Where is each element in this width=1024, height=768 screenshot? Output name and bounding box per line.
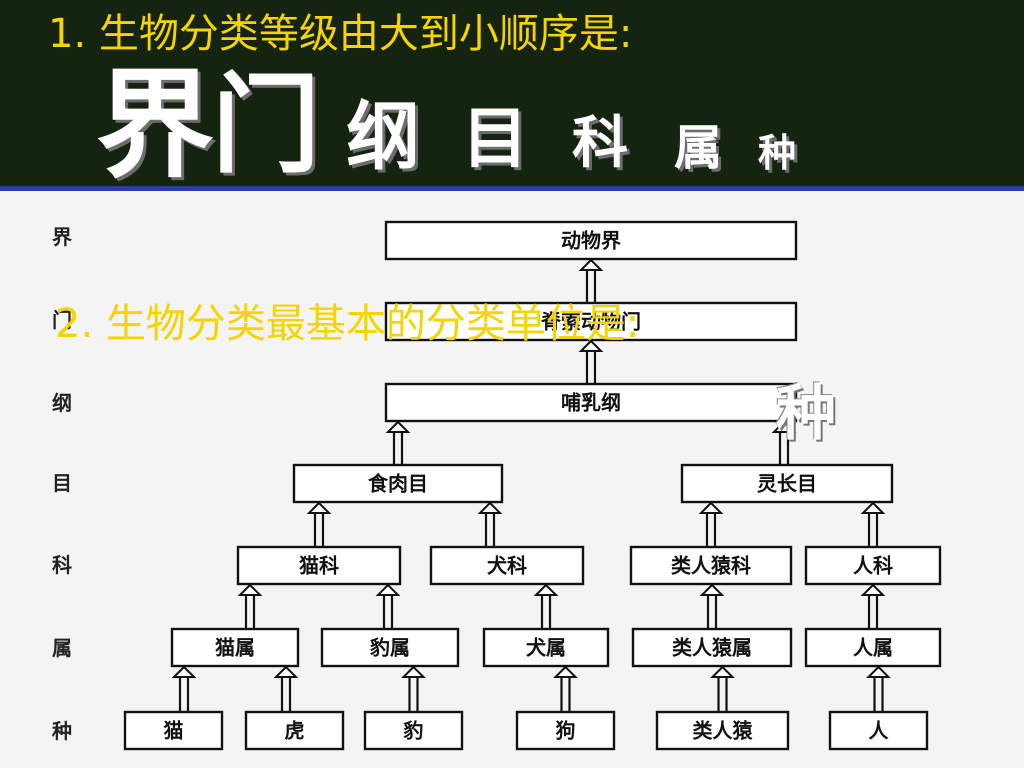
taxon-node-genus-ape: 类人猿属 (631, 627, 793, 668)
taxon-node-phylum: 脊索动物门 (384, 301, 798, 342)
taxon-label: 哺乳纲 (561, 391, 621, 415)
taxon-node-species-tiger: 虎 (244, 710, 345, 751)
rank-row-label: 门 (52, 308, 72, 332)
taxon-label: 人科 (853, 554, 893, 578)
taxon-node-genus-dog: 犬属 (482, 627, 610, 668)
taxon-label: 脊索动物门 (540, 310, 641, 334)
hierarchy-arrow (866, 665, 891, 711)
taxon-label: 猫科 (299, 554, 339, 578)
rank-row-label: 种 (51, 719, 72, 743)
taxon-node-genus-cat: 猫属 (170, 627, 300, 668)
taxon-node-species-human: 人 (828, 710, 929, 751)
hierarchy-arrow (477, 501, 503, 546)
taxon-label: 猫 (164, 719, 184, 743)
hierarchy-arrow (860, 583, 886, 628)
taxon-node-kingdom: 动物界 (384, 220, 798, 261)
header-divider (0, 186, 1024, 191)
rank-order: 目 (462, 100, 528, 177)
taxon-node-order-primates: 灵长目 (680, 463, 894, 504)
hierarchy-arrow (771, 420, 797, 464)
taxon-label: 食肉目 (368, 472, 428, 496)
taxon-node-family-canidae: 犬科 (429, 545, 585, 586)
hierarchy-arrow (578, 258, 604, 302)
hierarchy-arrow (385, 420, 411, 464)
classification-diagram: 界门纲目科属种动物界脊索动物门哺乳纲食肉目灵长目猫科犬科类人猿科人科猫属豹属犬属… (0, 191, 1024, 768)
taxon-label: 类人猿属 (672, 636, 752, 660)
taxon-node-order-carnivora: 食肉目 (292, 463, 504, 504)
hierarchy-arrow (306, 501, 332, 546)
rank-family: 科 (572, 111, 628, 176)
rank-row-label: 属 (52, 636, 72, 660)
taxon-node-species-cat: 猫 (123, 710, 224, 751)
rank-kingdom: 界 (96, 56, 215, 194)
question-2: 2. 生物分类最基本的分类单位是: (55, 301, 640, 347)
taxon-node-genus-human: 人属 (804, 627, 942, 668)
rank-phylum: 门 (212, 63, 321, 188)
taxon-node-family-hominidae: 类人猿科 (629, 545, 793, 586)
taxon-label: 动物界 (561, 229, 621, 253)
rank-row-label: 科 (52, 553, 72, 577)
classification-tree: 界门纲目科属种动物界脊索动物门哺乳纲食肉目灵长目猫科犬科类人猿科人科猫属豹属犬属… (51, 220, 942, 751)
hierarchy-arrow (237, 583, 263, 628)
rank-class: 纲 (346, 94, 420, 180)
question-1: 1. 生物分类等级由大到小顺序是: (48, 11, 633, 57)
taxon-node-class: 哺乳纲 (384, 382, 798, 423)
taxon-label: 类人猿科 (671, 554, 751, 578)
taxon-label: 灵长目 (757, 472, 817, 496)
taxon-node-genus-panthera: 豹属 (320, 627, 460, 668)
hierarchy-arrow (699, 583, 725, 628)
taxon-label: 类人猿 (693, 719, 754, 743)
slide-header (0, 0, 1024, 186)
taxon-label: 犬属 (526, 636, 566, 660)
rank-row-label: 纲 (52, 391, 72, 415)
rank-sequence: 界 门 纲 目 科 属 种 (0, 0, 1024, 186)
hierarchy-arrow (698, 501, 724, 546)
rank-genus: 属 (674, 120, 723, 176)
hierarchy-arrow (533, 583, 559, 628)
hierarchy-arrow (375, 583, 401, 628)
taxon-label: 虎 (285, 719, 305, 743)
taxon-label: 人 (869, 719, 890, 743)
taxon-node-species-leopard: 豹 (363, 710, 464, 751)
hierarchy-arrow (171, 665, 197, 711)
taxon-label: 豹 (403, 719, 424, 743)
taxon-label: 犬科 (487, 554, 527, 578)
taxon-label: 猫属 (215, 636, 255, 660)
rank-row-label: 目 (52, 471, 72, 495)
taxon-node-species-ape: 类人猿 (655, 710, 790, 751)
taxon-node-family-human: 人科 (804, 545, 942, 586)
hierarchy-arrow (273, 665, 299, 711)
hierarchy-arrow (401, 665, 426, 711)
taxon-label: 狗 (556, 719, 576, 743)
rank-species: 种 (758, 131, 797, 175)
hierarchy-arrow (553, 665, 578, 711)
taxon-node-family-felidae: 猫科 (236, 545, 402, 586)
rank-row-label: 界 (52, 225, 72, 249)
answer-2: 种 (776, 379, 836, 449)
hierarchy-arrow (860, 501, 886, 546)
taxon-node-species-dog: 狗 (515, 710, 616, 751)
hierarchy-arrow (578, 339, 604, 383)
hierarchy-arrow (710, 665, 735, 711)
taxon-label: 人属 (853, 636, 893, 660)
taxon-label: 豹属 (369, 636, 410, 660)
